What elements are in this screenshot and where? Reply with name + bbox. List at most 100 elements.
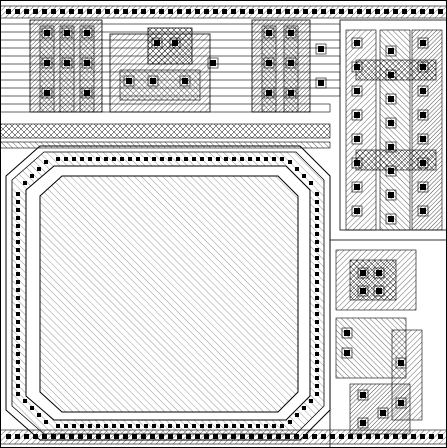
ring-contact-icon (200, 424, 204, 428)
ring-contact-icon (315, 392, 319, 396)
via-icon (376, 270, 382, 276)
ring-contact-icon (315, 320, 319, 324)
ring-contact-icon (295, 167, 299, 171)
ring-contact-icon (176, 157, 180, 161)
via-enclosure (151, 37, 163, 49)
ring-contact-icon (23, 181, 27, 185)
rail-contact-icon (411, 9, 416, 14)
ring-contact-icon (280, 424, 284, 428)
ring-contact-icon (16, 360, 20, 364)
via-icon (354, 184, 360, 190)
cell-column-right (339, 19, 447, 231)
via-icon (44, 60, 50, 66)
via-enclosure (417, 181, 429, 193)
ring-contact-icon (248, 157, 252, 161)
ring-contact-icon (44, 420, 48, 424)
ring-contact-icon (315, 208, 319, 212)
via-enclosure (385, 93, 397, 105)
via-icon (360, 392, 366, 398)
via-icon (420, 40, 426, 46)
ring-contact-icon (315, 264, 319, 268)
rail-contact-icon (132, 9, 137, 14)
cell-cluster-right (251, 19, 311, 113)
ring-contact-icon (16, 296, 20, 300)
rail-contact-icon (141, 434, 146, 439)
ring-contact-icon (16, 192, 20, 196)
rail-contact-icon (267, 9, 272, 14)
rail-contact-icon (96, 9, 101, 14)
rail-contact-icon (312, 434, 317, 439)
via-enclosure (285, 27, 297, 39)
rail-contact-icon (168, 434, 173, 439)
rail-contact-icon (231, 434, 236, 439)
via-enclosure (179, 75, 191, 87)
ring-contact-icon (16, 312, 20, 316)
ring-contact-icon (64, 157, 68, 161)
ring-contact-icon (16, 336, 20, 340)
via-icon (420, 136, 426, 142)
ring-contact-icon (224, 424, 228, 428)
rail-contact-icon (15, 9, 20, 14)
ring-contact-icon (315, 368, 319, 372)
ring-contact-icon (315, 272, 319, 276)
ring-contact-icon (96, 157, 100, 161)
via-icon (388, 168, 394, 174)
ring-contact-icon (56, 424, 60, 428)
ring-contact-icon (315, 328, 319, 332)
ring-contact-icon (315, 216, 319, 220)
ring-contact-icon (315, 296, 319, 300)
via-enclosure (395, 397, 407, 409)
ring-contact-icon (315, 360, 319, 364)
via-icon (354, 88, 360, 94)
bond-pad (5, 145, 331, 441)
via-icon (154, 40, 160, 46)
ring-contact-icon (315, 384, 319, 388)
rail-contact-icon (186, 434, 191, 439)
via-enclosure (373, 285, 385, 297)
ring-contact-icon (16, 208, 20, 212)
via-icon (420, 184, 426, 190)
ring-contact-icon (16, 352, 20, 356)
rail-contact-icon (114, 434, 119, 439)
via-icon (182, 78, 188, 84)
rail-contact-icon (438, 434, 443, 439)
ring-contact-icon (192, 424, 196, 428)
ring-contact-icon (315, 352, 319, 356)
ring-contact-icon (168, 424, 172, 428)
ring-contact-icon (144, 157, 148, 161)
rail-contact-icon (258, 434, 263, 439)
bond-pad-metal (39, 175, 299, 413)
rail-contact-icon (375, 9, 380, 14)
via-enclosure (417, 37, 429, 49)
ring-contact-icon (288, 160, 292, 164)
rail-contact-icon (114, 9, 119, 14)
via-icon (388, 144, 394, 150)
via-enclosure (263, 57, 275, 69)
via-icon (344, 330, 350, 336)
via-enclosure (417, 61, 429, 73)
ring-contact-icon (16, 272, 20, 276)
via-enclosure (385, 69, 397, 81)
rail-contact-icon (15, 434, 20, 439)
rail-contact-icon (330, 434, 335, 439)
rail-contact-icon (348, 9, 353, 14)
ring-contact-icon (16, 224, 20, 228)
ring-contact-icon (200, 157, 204, 161)
via-enclosure (385, 141, 397, 153)
via-enclosure (315, 43, 327, 55)
via-enclosure (351, 157, 363, 169)
rail-contact-icon (123, 9, 128, 14)
rail-contact-icon (186, 9, 191, 14)
rail-contact-icon (339, 9, 344, 14)
via-icon (420, 64, 426, 70)
ring-contact-icon (216, 424, 220, 428)
via-enclosure (385, 165, 397, 177)
ring-contact-icon (232, 157, 236, 161)
ring-contact-icon (256, 424, 260, 428)
via-enclosure (417, 109, 429, 121)
ring-contact-icon (104, 424, 108, 428)
ring-contact-icon (295, 413, 299, 417)
via-enclosure (357, 267, 369, 279)
via-icon (388, 72, 394, 78)
